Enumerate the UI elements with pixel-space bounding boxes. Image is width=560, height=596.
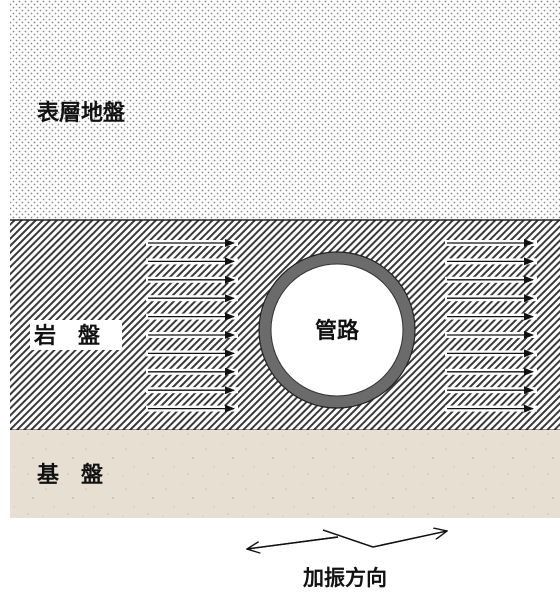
base-layer: [10, 430, 560, 518]
excitation-direction-label: 加振方向: [302, 566, 387, 590]
surface-layer: [10, 0, 560, 220]
pipe-label: 管路: [315, 318, 360, 344]
excitation-arrow-mid: [322, 529, 374, 548]
excitation-arrow-right: [372, 531, 447, 548]
excitation-direction-symbol: [246, 529, 448, 550]
surface-layer-label: 表層地盤: [37, 100, 126, 126]
rock-layer-label: 岩 盤: [33, 323, 101, 349]
right-wave-arrows: [445, 239, 537, 413]
pipe-core: [270, 263, 404, 397]
base-layer-label: 基 盤: [37, 462, 104, 488]
left-wave-arrows: [146, 239, 238, 413]
rock-label-backdrop: [30, 320, 122, 350]
excitation-arrow-left: [247, 536, 339, 549]
